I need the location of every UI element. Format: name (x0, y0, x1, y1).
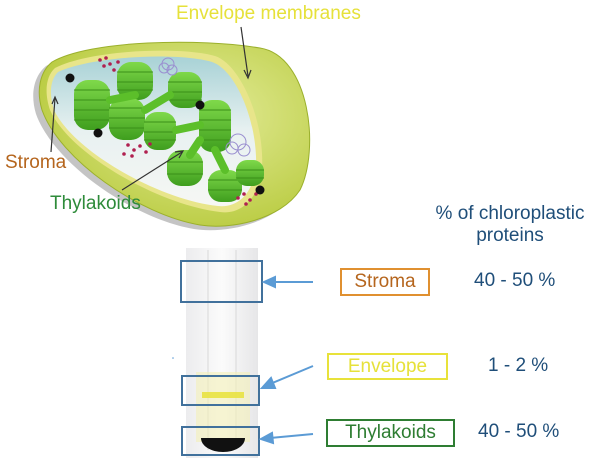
thylakoid-grana (74, 62, 264, 202)
header-line-1: % of chloroplastic (435, 203, 585, 224)
envelope-arrow (269, 365, 314, 385)
thylakoid-pellet (201, 438, 245, 452)
thylakoids-fraction-label: Thylakoids (326, 419, 455, 447)
stray-mark (172, 357, 174, 359)
stroma-arrowhead-blue (261, 275, 276, 289)
thylakoids-diagram-label: Thylakoids (50, 193, 141, 214)
thylakoids-percent: 40 - 50 % (478, 421, 560, 442)
envelope-fraction-box (181, 375, 260, 406)
thylakoids-arrowhead (174, 150, 185, 159)
centrifuge-tube (180, 248, 263, 458)
thylakoid-fraction-box (181, 426, 260, 456)
stroma-diagram-label: Stroma (5, 152, 67, 173)
stroma-percent: 40 - 50 % (474, 270, 556, 291)
envelope-band (202, 392, 244, 398)
thylakoids-arrow (269, 433, 314, 439)
envelope-percent: 1 - 2 % (488, 355, 549, 376)
envelope-membranes-label: Envelope membranes (176, 3, 361, 24)
envelope-fraction-label: Envelope (327, 353, 448, 380)
thylakoids-pointer-line (121, 151, 183, 191)
dna-nucleoid (158, 57, 251, 157)
envelope-arrowhead (243, 69, 252, 80)
header-line-2: proteins (476, 225, 544, 246)
envelope-pointer-line (240, 26, 249, 77)
percent-column-header: % of chloroplastic proteins (420, 203, 600, 247)
stroma-pointer-line (50, 97, 56, 153)
ribosomes (98, 56, 258, 206)
plastoglobuli (65, 73, 265, 195)
thylakoids-arrowhead-blue (258, 431, 275, 445)
stroma-fraction-label: Stroma (340, 268, 430, 296)
stroma-fraction-box (180, 260, 263, 303)
envelope-arrowhead-blue (259, 376, 277, 389)
stroma-arrowhead (51, 95, 59, 105)
